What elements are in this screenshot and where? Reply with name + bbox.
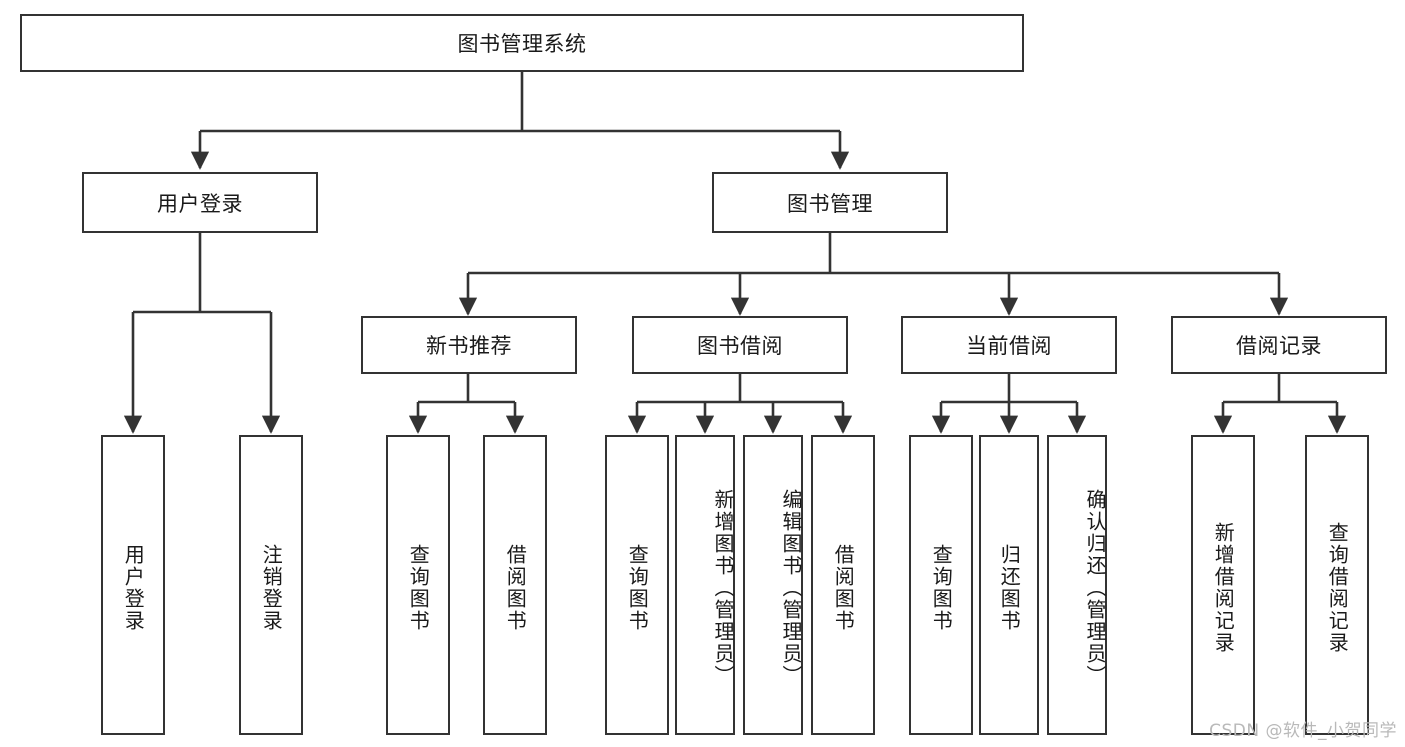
node-current-borrowing[interactable]: 当前借阅 (901, 316, 1117, 374)
leaf-current-query-book[interactable]: 查询图书 (909, 435, 973, 735)
leaf-label: 查询图书 (406, 544, 431, 632)
node-user-login[interactable]: 用户登录 (82, 172, 318, 233)
node-new-book-recommendation[interactable]: 新书推荐 (361, 316, 577, 374)
leaf-user-login-logout[interactable]: 注销登录 (239, 435, 303, 735)
leaf-borrow-borrow-book[interactable]: 借阅图书 (811, 435, 875, 735)
leaf-label: 编辑图书（管理员） (779, 489, 803, 687)
leaf-label: 用户登录 (121, 544, 146, 632)
leaf-record-query-record[interactable]: 查询借阅记录 (1305, 435, 1369, 735)
leaf-label: 借阅图书 (831, 544, 856, 632)
leaf-new-book-borrow[interactable]: 借阅图书 (483, 435, 547, 735)
node-root-book-management-system[interactable]: 图书管理系统 (20, 14, 1024, 72)
leaf-borrow-edit-book-admin[interactable]: 编辑图书（管理员） (743, 435, 803, 735)
leaf-record-add-record[interactable]: 新增借阅记录 (1191, 435, 1255, 735)
leaf-current-return-book[interactable]: 归还图书 (979, 435, 1039, 735)
leaf-label: 查询图书 (929, 544, 954, 632)
leaf-new-book-query[interactable]: 查询图书 (386, 435, 450, 735)
leaf-label: 借阅图书 (503, 544, 528, 632)
watermark-csdn: CSDN @软件_小贺同学 (1209, 721, 1397, 741)
leaf-borrow-add-book-admin[interactable]: 新增图书（管理员） (675, 435, 735, 735)
leaf-borrow-query-book[interactable]: 查询图书 (605, 435, 669, 735)
node-borrowing-record[interactable]: 借阅记录 (1171, 316, 1387, 374)
leaf-label: 查询图书 (625, 544, 650, 632)
leaf-current-confirm-return-admin[interactable]: 确认归还（管理员） (1047, 435, 1107, 735)
leaf-label: 新增图书（管理员） (711, 489, 735, 687)
leaf-label: 注销登录 (259, 544, 284, 632)
leaf-label: 归还图书 (997, 544, 1022, 632)
leaf-user-login-login[interactable]: 用户登录 (101, 435, 165, 735)
leaf-label: 确认归还（管理员） (1083, 489, 1107, 687)
node-book-management[interactable]: 图书管理 (712, 172, 948, 233)
leaf-label: 查询借阅记录 (1325, 522, 1350, 654)
leaf-label: 新增借阅记录 (1211, 522, 1236, 654)
node-book-borrowing[interactable]: 图书借阅 (632, 316, 848, 374)
